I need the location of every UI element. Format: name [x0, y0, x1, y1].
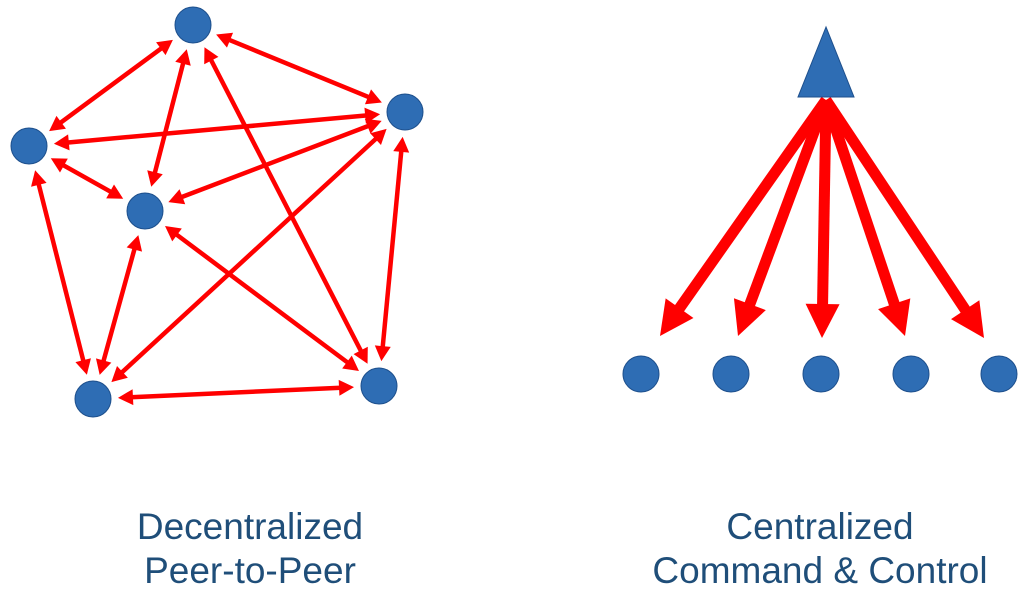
command-links: [660, 96, 984, 338]
arrow-head: [156, 39, 173, 56]
caption-line-centralized: Centralized: [726, 506, 914, 547]
caption-line-decentralized: Decentralized: [136, 506, 364, 547]
arrow-head: [165, 225, 182, 242]
bidirectional-arrow: [117, 379, 355, 406]
bidirectional-arrow: [374, 136, 410, 362]
arrow-shaft: [227, 37, 371, 100]
bidirectional-arrow: [49, 39, 173, 132]
peer-to-peer-caption: Decentralized Peer-to-Peer: [40, 505, 460, 593]
command-arrow: [821, 96, 984, 338]
arrow-head: [733, 298, 766, 336]
arrow-shaft: [672, 96, 831, 315]
arrow-head: [117, 389, 134, 406]
arrow-head: [951, 300, 984, 338]
bidirectional-arrow: [204, 47, 368, 364]
peer-node: [74, 380, 112, 418]
arrow-head: [168, 189, 186, 205]
bidirectional-arrow: [168, 118, 382, 205]
command-control-network: [622, 25, 1018, 393]
arrow-head: [216, 32, 234, 48]
subordinate-node: [802, 355, 840, 393]
peer-node: [126, 192, 164, 230]
peer-links: [31, 32, 410, 406]
command-control-caption: Centralized Command & Control: [610, 505, 1030, 593]
arrow-head: [660, 298, 694, 336]
arrow-head: [50, 158, 68, 173]
arrow-head: [374, 345, 391, 362]
bidirectional-arrow: [147, 49, 191, 187]
arrow-head: [353, 346, 368, 364]
arrow-head: [364, 118, 382, 134]
arrow-head: [106, 184, 124, 199]
bidirectional-arrow: [50, 158, 124, 199]
arrow-shaft: [179, 123, 371, 200]
arrow-shaft: [820, 98, 901, 310]
peer-node: [174, 6, 212, 44]
arrow-head: [342, 355, 359, 372]
arrow-shaft: [119, 136, 379, 375]
arrow-head: [111, 366, 128, 383]
bidirectional-arrow: [111, 128, 387, 383]
arrow-shaft: [380, 149, 404, 349]
peer-node: [386, 93, 424, 131]
arrow-shaft: [61, 162, 113, 195]
arrow-shaft: [58, 45, 164, 126]
arrow-head: [393, 136, 410, 153]
command-arrow: [805, 99, 840, 338]
arrow-head: [75, 358, 91, 375]
subordinate-node: [980, 355, 1018, 393]
arrow-shaft: [100, 247, 138, 363]
arrow-shaft: [821, 96, 972, 317]
bidirectional-arrow: [53, 107, 381, 151]
arrow-shaft: [817, 99, 832, 309]
arrow-head: [878, 298, 911, 336]
command-arrow: [660, 96, 831, 336]
bidirectional-arrow: [165, 225, 359, 372]
caption-line-command-control: Command & Control: [652, 550, 988, 591]
arrow-head: [126, 235, 143, 252]
arrow-head: [53, 134, 70, 151]
arrow-head: [147, 170, 163, 187]
caption-line-peer-to-peer: Peer-to-Peer: [144, 550, 356, 591]
subordinate-node: [712, 355, 750, 393]
arrow-head: [364, 89, 382, 105]
peer-to-peer-network: [10, 6, 424, 418]
command-arrow: [820, 98, 911, 336]
peer-node: [10, 127, 48, 165]
arrow-head: [175, 49, 191, 66]
arrow-shaft: [130, 385, 342, 400]
command-arrow: [733, 98, 832, 336]
arrow-head: [95, 358, 112, 375]
arrow-shaft: [36, 182, 86, 363]
bidirectional-arrow: [95, 235, 143, 375]
arrow-shaft: [208, 57, 364, 354]
arrow-shaft: [152, 61, 186, 175]
subordinate-node: [622, 355, 660, 393]
bidirectional-arrow: [216, 32, 382, 105]
bidirectional-arrow: [31, 170, 91, 375]
arrow-head: [370, 128, 387, 145]
arrow-head: [338, 379, 355, 396]
arrow-head: [49, 115, 66, 132]
arrow-shaft: [66, 113, 368, 145]
subordinate-node: [892, 355, 930, 393]
arrow-shaft: [743, 98, 832, 310]
peer-node: [360, 367, 398, 405]
commander-triangle: [797, 25, 855, 98]
arrow-head: [805, 303, 840, 338]
arrow-head: [204, 47, 219, 65]
arrow-shaft: [174, 231, 350, 366]
arrow-head: [31, 170, 47, 187]
